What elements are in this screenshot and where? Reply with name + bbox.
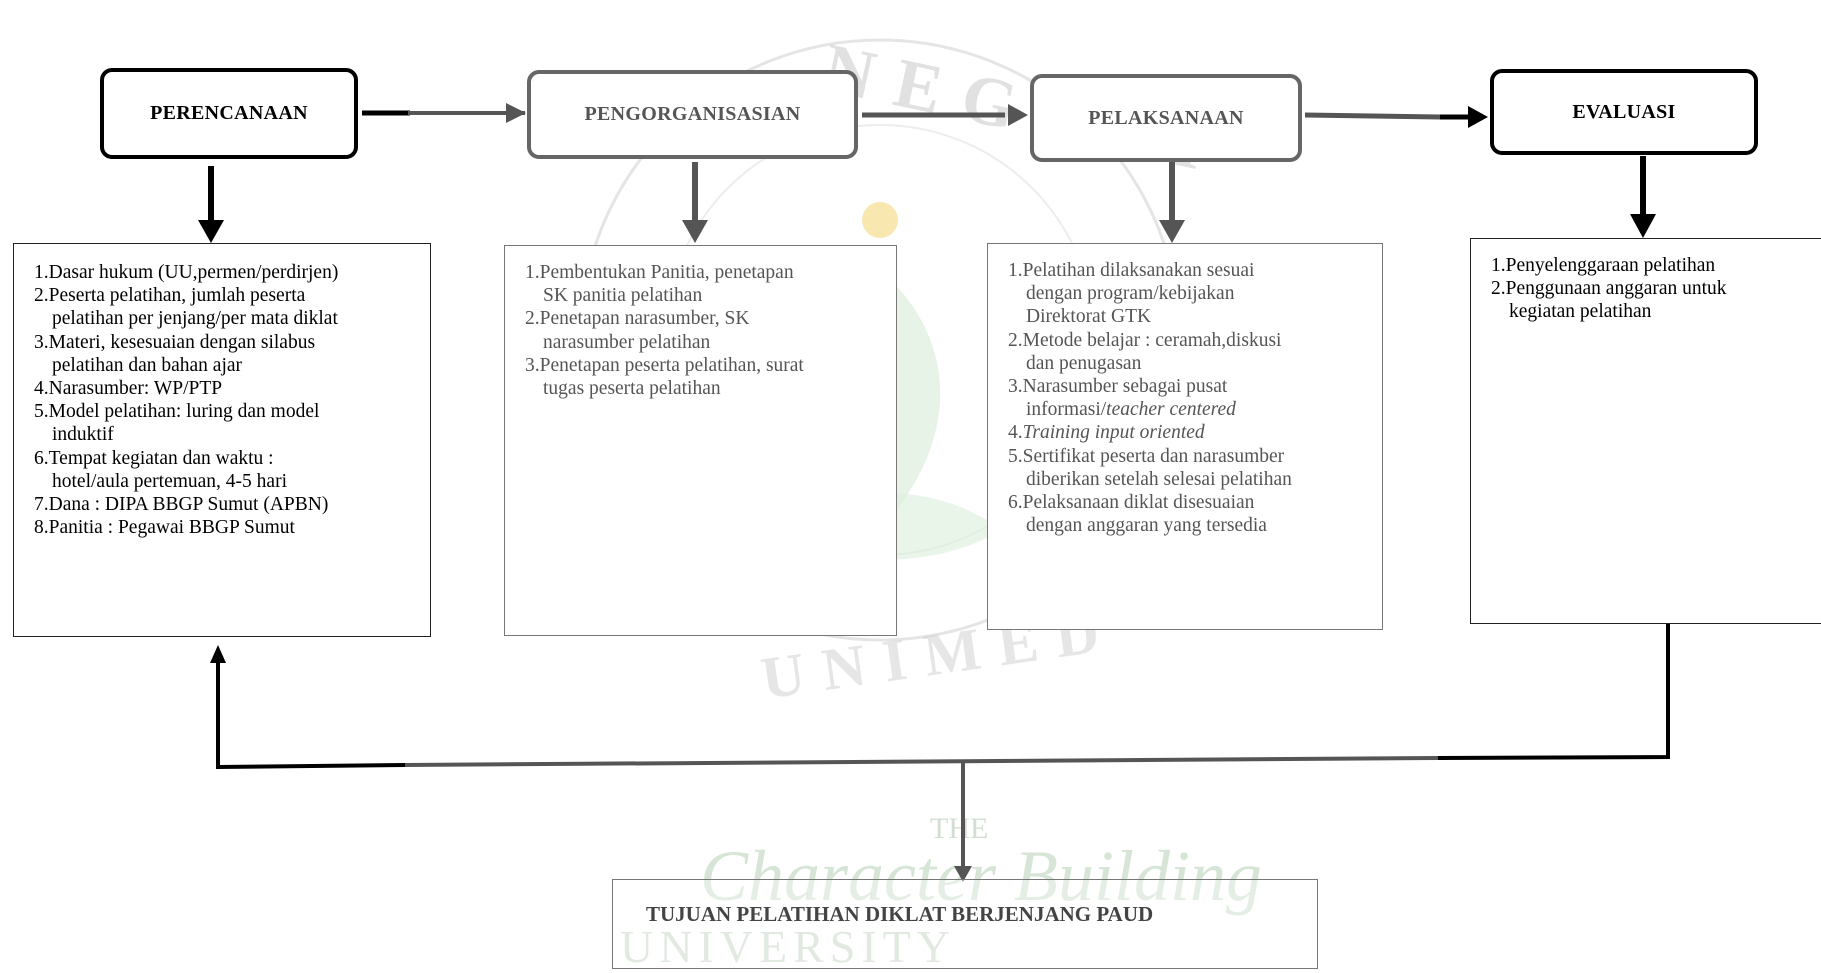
item-text-continued-line: informasi/teacher centered	[1008, 398, 1362, 421]
perencanaan-item: 1.Dasar hukum (UU,permen/perdirjen)	[34, 261, 411, 284]
perencanaan-item: 6.Tempat kegiatan dan waktu :hotel/aula …	[34, 447, 411, 493]
item-number: 3.	[1008, 376, 1023, 398]
stage-pengorganisasian: PENGORGANISASIAN	[527, 70, 858, 159]
item-number: 2.	[34, 285, 49, 307]
item-text-continued: kegiatan pelatihan	[1509, 301, 1652, 323]
item-number: 2.	[1008, 329, 1023, 351]
item-number: 5.	[34, 401, 49, 423]
item-number: 1.	[1008, 260, 1023, 281]
item-number: 5.	[1008, 445, 1023, 467]
item-text-continued: diberikan setelah selesai pelatihan	[1026, 468, 1292, 490]
item-text-continued: teacher centered	[1106, 399, 1236, 421]
item-number: 8.	[34, 517, 49, 539]
item-number: 4.	[34, 378, 49, 400]
item-text: Penyelenggaraan pelatihan	[1505, 255, 1716, 276]
item-number: 2.	[525, 308, 540, 330]
item-number: 1.	[1491, 255, 1506, 276]
item-text: Penggunaan anggaran untuk	[1505, 278, 1727, 300]
item-text: Penetapan peserta pelatihan, surat	[539, 354, 804, 376]
item-text: Pelaksanaan diklat disesuaian	[1022, 492, 1255, 514]
item-text-continued: dengan program/kebijakan	[1026, 283, 1235, 305]
item-text: Narasumber sebagai pusat	[1022, 376, 1228, 398]
perencanaan-item: 8.Panitia : Pegawai BBGP Sumut	[34, 516, 411, 539]
item-text-continued: SK panitia pelatihan	[543, 285, 703, 307]
arrow-pelaksanaan-to-evaluasi	[1304, 112, 1441, 120]
item-number: 7.	[34, 494, 49, 516]
stage-perencanaan: PERENCANAAN	[100, 68, 358, 159]
item-text-continued: informasi/	[1026, 399, 1107, 421]
item-text: Penetapan narasumber, SK	[539, 308, 750, 330]
perencanaan-details: 1.Dasar hukum (UU,permen/perdirjen)2.Pes…	[13, 243, 431, 637]
evaluasi-item: 1.Penyelenggaraan pelatihan	[1491, 254, 1809, 277]
item-text-continued: tugas peserta pelatihan	[543, 378, 721, 400]
watermark-character-building: Character Building	[700, 836, 1262, 916]
item-text: Dasar hukum (UU,permen/perdirjen)	[48, 262, 339, 283]
item-number: 4.	[1008, 422, 1023, 444]
item-text-continued: dan penugasan	[1026, 352, 1142, 374]
item-text: Metode belajar : ceramah,diskusi	[1022, 329, 1282, 351]
perencanaan-item: 4.Narasumber: WP/PTP	[34, 377, 411, 400]
item-number: 3.	[34, 331, 49, 353]
item-text-continued: Direktorat GTK	[1026, 306, 1152, 328]
item-number: 1.	[34, 262, 49, 283]
watermark-the: THE	[930, 812, 989, 845]
item-text: Tempat kegiatan dan waktu :	[48, 447, 274, 469]
goal-box: TUJUAN PELATIHAN DIKLAT BERJENJANG PAUD	[612, 879, 1318, 969]
goal-title: TUJUAN PELATIHAN DIKLAT BERJENJANG PAUD	[646, 902, 1154, 926]
item-text-continued: induktif	[52, 424, 114, 446]
item-text-continued: pelatihan dan bahan ajar	[52, 354, 243, 376]
perencanaan-list: 1.Dasar hukum (UU,permen/perdirjen)2.Pes…	[34, 261, 411, 539]
item-text-continued: narasumber pelatihan	[543, 331, 711, 353]
item-text: Peserta pelatihan, jumlah peserta	[48, 285, 306, 307]
item-number: 2.	[1491, 278, 1506, 300]
item-text: Narasumber: WP/PTP	[48, 378, 223, 400]
item-text-continued: dengan anggaran yang tersedia	[1026, 515, 1267, 537]
item-text: Pembentukan Panitia, penetapan	[539, 262, 794, 283]
item-number: 3.	[525, 354, 540, 376]
item-text: Model pelatihan: luring dan model	[48, 401, 320, 423]
item-text: Sertifikat peserta dan narasumber	[1022, 445, 1285, 467]
item-text-continued: pelatihan per jenjang/per mata diklat	[52, 308, 338, 330]
item-text: Training input oriented	[1022, 422, 1205, 444]
stage-evaluasi: EVALUASI	[1490, 69, 1758, 155]
stage-pelaksanaan: PELAKSANAAN	[1030, 74, 1302, 162]
item-text: Materi, kesesuaian dengan silabus	[48, 331, 316, 353]
item-number: 6.	[1008, 492, 1023, 514]
item-number: 1.	[525, 262, 540, 283]
item-text: Dana : DIPA BBGP Sumut (APBN)	[48, 494, 329, 516]
item-text: Pelatihan dilaksanakan sesuai	[1022, 260, 1255, 281]
pelaksanaan-item: 4.Training input oriented	[1008, 421, 1362, 444]
perencanaan-item: 7.Dana : DIPA BBGP Sumut (APBN)	[34, 493, 411, 516]
item-number: 6.	[34, 447, 49, 469]
item-text: Panitia : Pegawai BBGP Sumut	[48, 517, 295, 539]
item-text-continued: hotel/aula pertemuan, 4-5 hari	[52, 470, 287, 492]
